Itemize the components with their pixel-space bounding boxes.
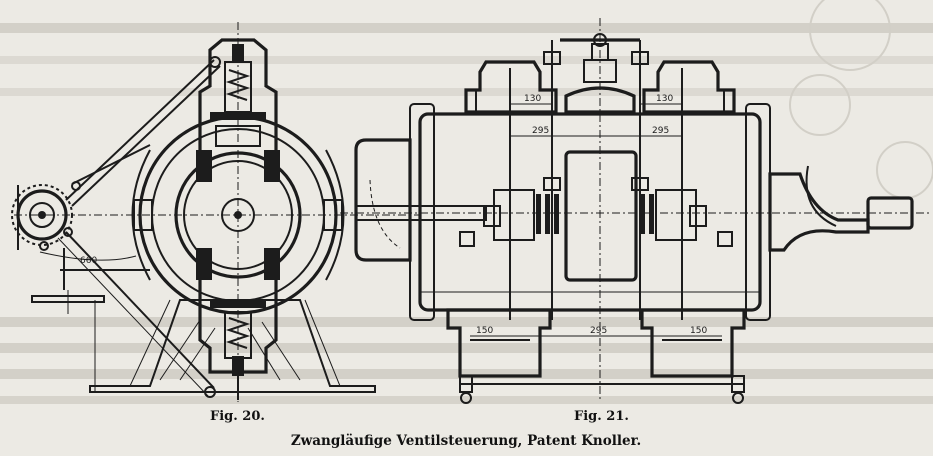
dimension-bottom-left: 150 — [476, 326, 493, 336]
dimension-mid-left: 295 — [532, 126, 549, 136]
dimension-mid-right: 295 — [652, 126, 669, 136]
fig21-drawing: 130 130 295 295 150 295 150 — [340, 18, 930, 404]
dimension-bottom-mid: 295 — [590, 326, 607, 336]
dimension-660: 660 — [80, 256, 97, 266]
fig20-drawing: 660 — [11, 22, 420, 402]
dimension-top-left: 130 — [524, 94, 541, 104]
dimension-top-right: 130 — [656, 94, 673, 104]
fig20-label: Fig. 20. — [210, 409, 265, 424]
figure-caption: Zwangläufige Ventilsteuerung, Patent Kno… — [291, 433, 641, 449]
dimension-bottom-right: 150 — [690, 326, 707, 336]
fig21-label: Fig. 21. — [574, 409, 629, 424]
